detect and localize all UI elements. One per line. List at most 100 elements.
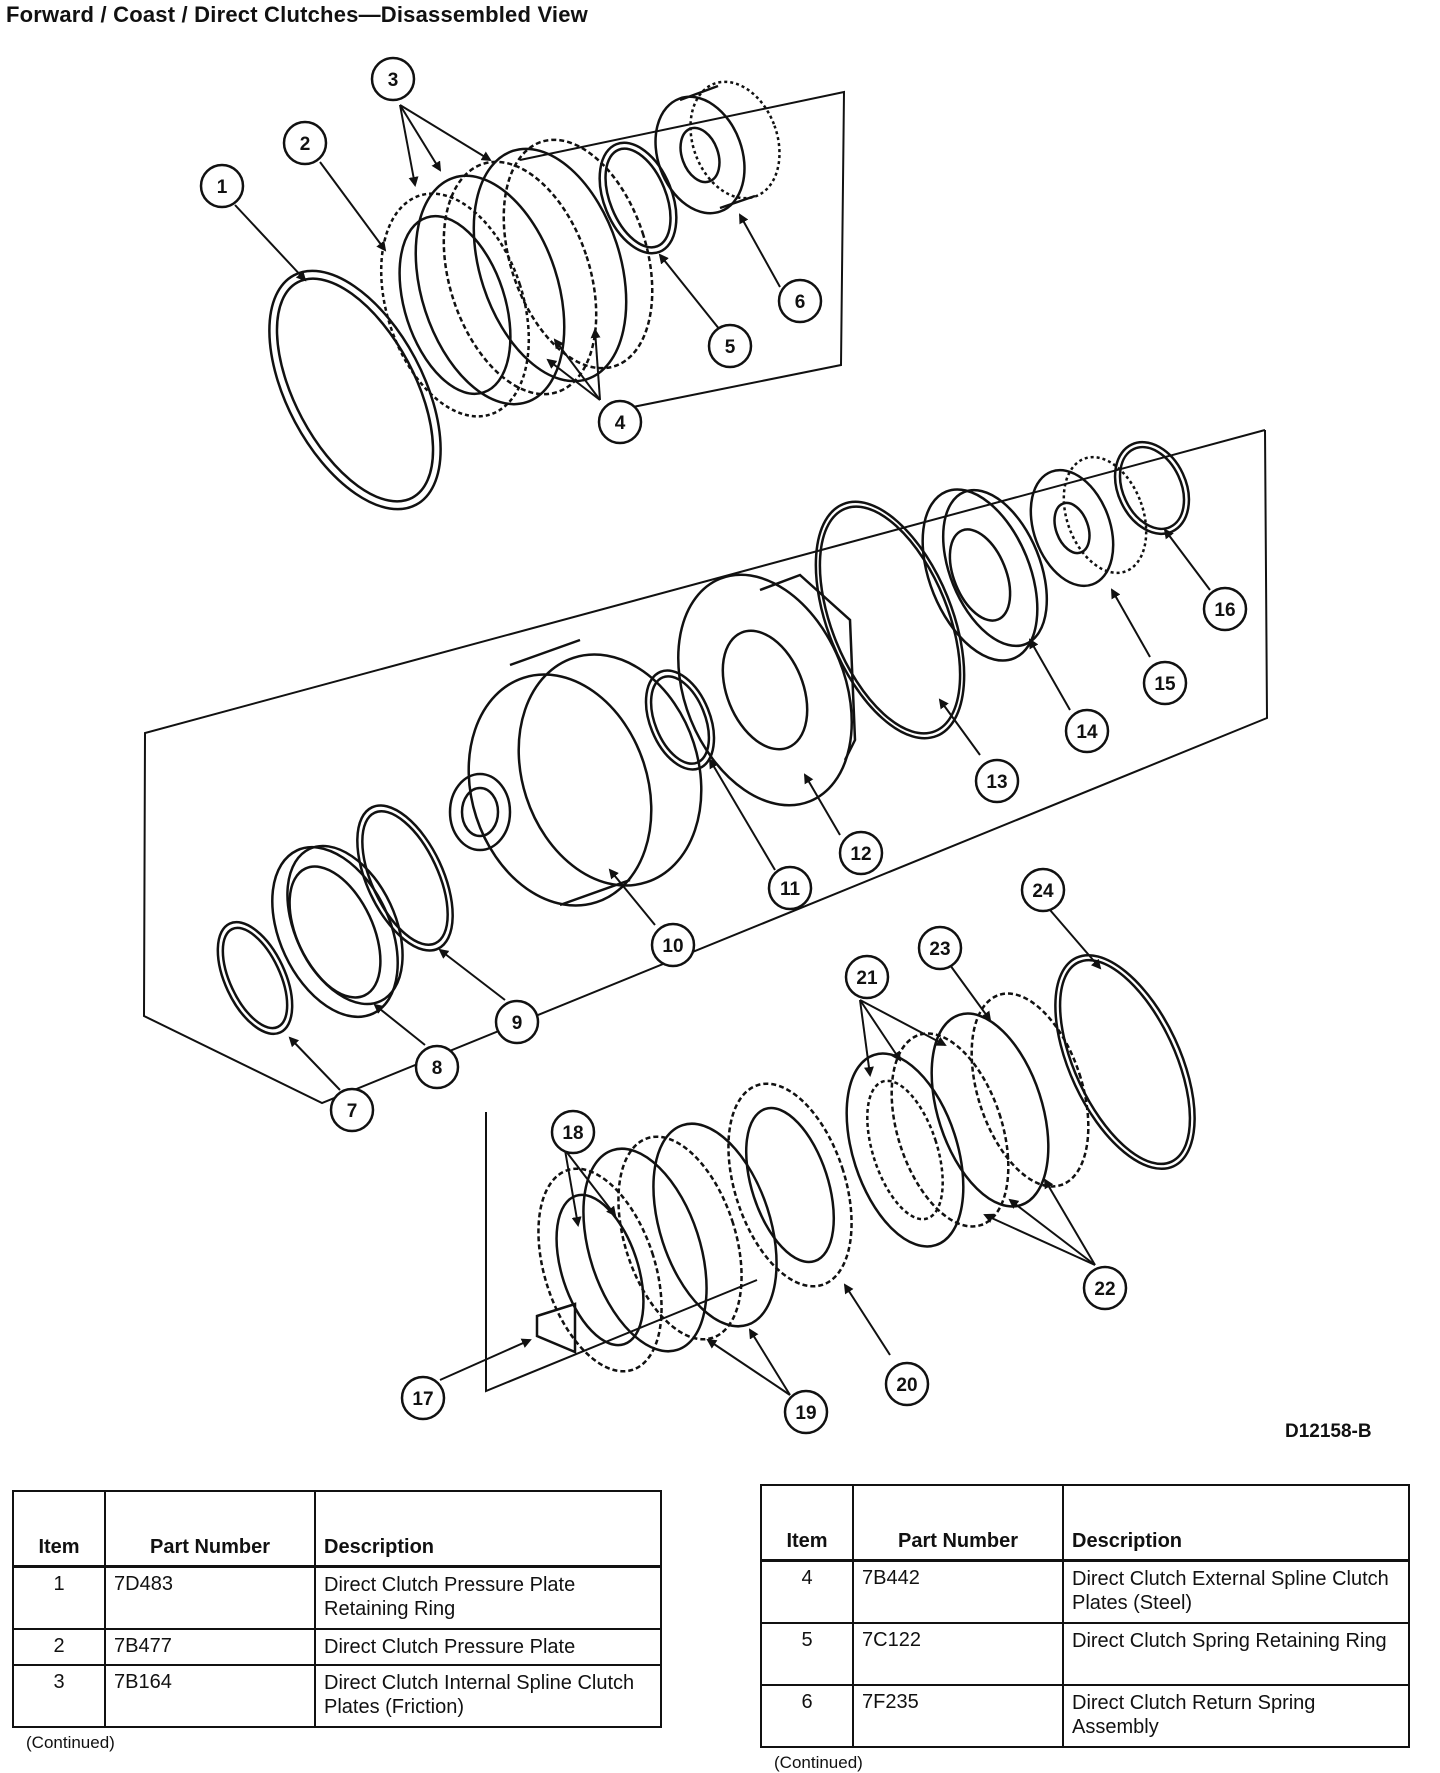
callout-2: 2 <box>282 120 328 166</box>
row-part-number: 7B164 <box>104 1664 316 1728</box>
callout-label: 2 <box>300 134 311 155</box>
callout-label: 8 <box>432 1058 443 1079</box>
callout-label: 19 <box>795 1403 816 1424</box>
header-item: Item <box>760 1484 854 1562</box>
table-row: 3 7B164 Direct Clutch Internal Spline Cl… <box>12 1664 662 1728</box>
callout-label: 12 <box>850 844 871 865</box>
callout-circle <box>838 830 884 876</box>
table-header-row: Item Part Number Description <box>12 1490 662 1568</box>
callout-circle <box>282 120 328 166</box>
callout-circle <box>974 758 1020 804</box>
callout-label: 9 <box>512 1013 523 1034</box>
header-description: Description <box>314 1490 662 1568</box>
part-16-ring <box>1113 440 1191 536</box>
callout-label: 21 <box>856 968 878 989</box>
table-row: 1 7D483 Direct Clutch Pressure Plate Ret… <box>12 1565 662 1630</box>
callout-circle <box>199 163 245 209</box>
panel-top-outline <box>519 90 846 411</box>
callout-18: 18 <box>550 1109 596 1155</box>
part-24-ring <box>1054 953 1196 1171</box>
callout-22: 22 <box>1082 1265 1128 1311</box>
row-description: Direct Clutch Pressure Plate <box>314 1628 662 1666</box>
table-header-row: Item Part Number Description <box>760 1484 1410 1562</box>
table-row: 6 7F235 Direct Clutch Return Spring Asse… <box>760 1684 1410 1748</box>
continued-note-right: (Continued) <box>774 1753 863 1772</box>
callout-label: 3 <box>388 70 399 91</box>
callout-circle <box>767 865 813 911</box>
part-10-clutch-cylinder <box>448 638 703 907</box>
row-description: Direct Clutch Spring Retaining Ring <box>1062 1622 1410 1686</box>
callout-circle <box>650 922 696 968</box>
part-9-seal-ring <box>356 804 454 952</box>
part-2-4-clutch-pack <box>379 138 654 418</box>
part-7-ring <box>216 920 294 1036</box>
parts-table-left: Item Part Number Description 1 7D483 Dir… <box>12 1490 662 1728</box>
continued-note-left: (Continued) <box>26 1733 115 1752</box>
callout-label: 23 <box>929 939 950 960</box>
row-part-number: 7C122 <box>852 1622 1064 1686</box>
part-6-return-spring-assembly <box>654 80 781 215</box>
row-description: Direct Clutch Internal Spline Clutch Pla… <box>314 1664 662 1728</box>
callout-21: 21 <box>844 954 890 1000</box>
header-description: Description <box>1062 1484 1410 1562</box>
leader-lines <box>234 104 1211 1396</box>
callout-circle <box>917 925 963 971</box>
callout-1: 1 <box>199 163 245 209</box>
row-item: 6 <box>760 1684 854 1748</box>
callout-label: 24 <box>1032 881 1054 902</box>
part-11-ring <box>644 669 716 771</box>
part-17-19-clutch-pack <box>535 1122 778 1373</box>
callout-circle <box>1020 867 1066 913</box>
part-12-housing <box>677 573 857 807</box>
callout-19: 19 <box>783 1389 829 1435</box>
callout-17: 17 <box>400 1375 446 1421</box>
parts-table-right: Item Part Number Description 4 7B442 Dir… <box>760 1484 1410 1748</box>
callout-label: 11 <box>780 879 801 900</box>
panel-bottom-outline <box>485 1112 758 1393</box>
part-15-spring-assembly <box>1029 455 1148 588</box>
callout-label: 1 <box>217 177 228 198</box>
callout-circle <box>1064 708 1110 754</box>
part-14-piston <box>921 488 1049 662</box>
callout-circle <box>400 1375 446 1421</box>
callout-8: 8 <box>414 1044 460 1090</box>
row-part-number: 7B442 <box>852 1559 1064 1624</box>
callout-14: 14 <box>1064 708 1110 754</box>
part-5-spring-retaining-ring <box>598 141 678 255</box>
callout-circle <box>329 1087 375 1133</box>
part-8-piston <box>271 844 404 1019</box>
callout-9: 9 <box>494 999 540 1045</box>
callout-label: 7 <box>347 1101 358 1122</box>
table-row: 4 7B442 Direct Clutch External Spline Cl… <box>760 1559 1410 1624</box>
callout-circle <box>1142 660 1188 706</box>
page-title: Forward / Coast / Direct Clutches—Disass… <box>6 2 588 27</box>
header-part-number: Part Number <box>104 1490 316 1568</box>
part-21-23-clutch-pack <box>845 992 1090 1248</box>
table-row: 5 7C122 Direct Clutch Spring Retaining R… <box>760 1622 1410 1686</box>
callout-circle <box>1082 1265 1128 1311</box>
callout-label: 20 <box>896 1375 917 1396</box>
callout-4: 4 <box>597 399 643 445</box>
part-20-plate <box>727 1082 853 1288</box>
part-1-retaining-ring <box>268 269 442 511</box>
callout-label: 5 <box>725 337 736 358</box>
header-item: Item <box>12 1490 106 1568</box>
table-row: 2 7B477 Direct Clutch Pressure Plate <box>12 1628 662 1666</box>
callout-label: 17 <box>412 1389 433 1410</box>
callout-16: 16 <box>1202 586 1248 632</box>
callout-11: 11 <box>767 865 813 911</box>
row-description: Direct Clutch Return Spring Assembly <box>1062 1684 1410 1748</box>
callout-circle <box>494 999 540 1045</box>
row-item: 5 <box>760 1622 854 1686</box>
panel-outlines <box>142 90 1269 1393</box>
callout-label: 16 <box>1214 600 1235 621</box>
callout-circle <box>707 323 753 369</box>
callout-5: 5 <box>707 323 753 369</box>
row-item: 2 <box>12 1628 106 1666</box>
callout-20: 20 <box>884 1361 930 1407</box>
header-part-number: Part Number <box>852 1484 1064 1562</box>
callout-15: 15 <box>1142 660 1188 706</box>
panel-middle-outline <box>142 429 1269 1105</box>
callout-7: 7 <box>329 1087 375 1133</box>
